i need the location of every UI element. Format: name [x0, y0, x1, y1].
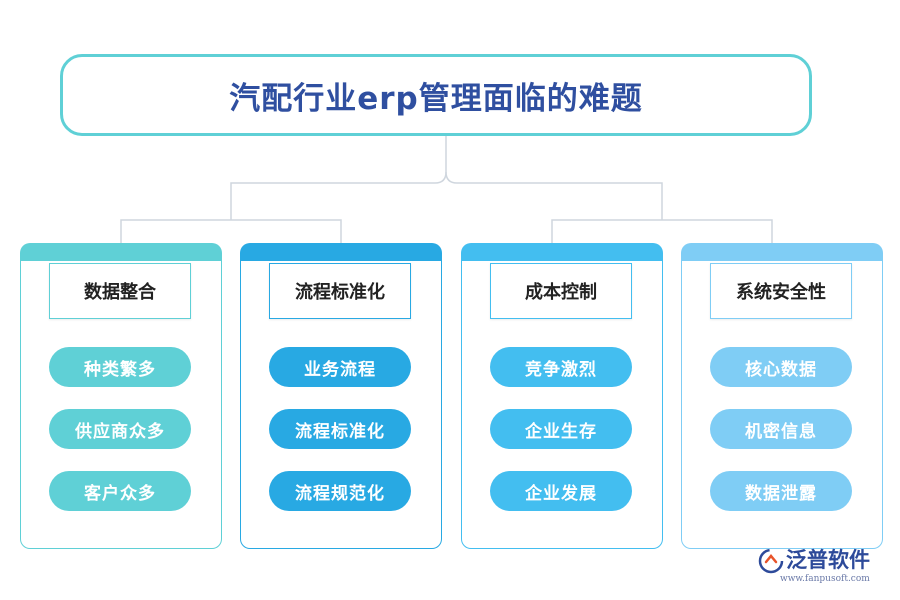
issue-pill: 企业发展 [490, 471, 632, 511]
issue-pill: 流程标准化 [269, 409, 411, 449]
issue-pill: 数据泄露 [710, 471, 852, 511]
brand-logo: 泛普软件 www.fanpusoft.com [758, 542, 888, 588]
issue-pill: 供应商众多 [49, 409, 191, 449]
connector-right-branch [551, 219, 773, 243]
issue-pill: 种类繁多 [49, 347, 191, 387]
connector-trunk-left [230, 171, 447, 220]
category-card-cost-control: 成本控制 竞争激烈 企业生存 企业发展 [461, 243, 663, 549]
connector-left-branch [120, 219, 342, 243]
issue-pill: 企业生存 [490, 409, 632, 449]
category-heading: 流程标准化 [269, 263, 411, 319]
category-card-system-security: 系统安全性 核心数据 机密信息 数据泄露 [681, 243, 883, 549]
category-heading: 成本控制 [490, 263, 632, 319]
issue-pill: 机密信息 [710, 409, 852, 449]
logo-url: www.fanpusoft.com [780, 574, 870, 584]
issue-pill: 业务流程 [269, 347, 411, 387]
category-card-data-integration: 数据整合 种类繁多 供应商众多 客户众多 [20, 243, 222, 549]
category-card-process-standardization: 流程标准化 业务流程 流程标准化 流程规范化 [240, 243, 442, 549]
issue-pill: 客户众多 [49, 471, 191, 511]
logo-name: 泛普软件 [786, 548, 870, 572]
issue-pill: 核心数据 [710, 347, 852, 387]
fanpu-logo-icon [758, 548, 784, 574]
connector-trunk [445, 136, 663, 220]
category-heading: 数据整合 [49, 263, 191, 319]
diagram-title: 汽配行业erp管理面临的难题 [229, 80, 643, 117]
title-box: 汽配行业erp管理面临的难题 [60, 54, 812, 136]
category-heading: 系统安全性 [710, 263, 852, 319]
issue-pill: 竞争激烈 [490, 347, 632, 387]
issue-pill: 流程规范化 [269, 471, 411, 511]
